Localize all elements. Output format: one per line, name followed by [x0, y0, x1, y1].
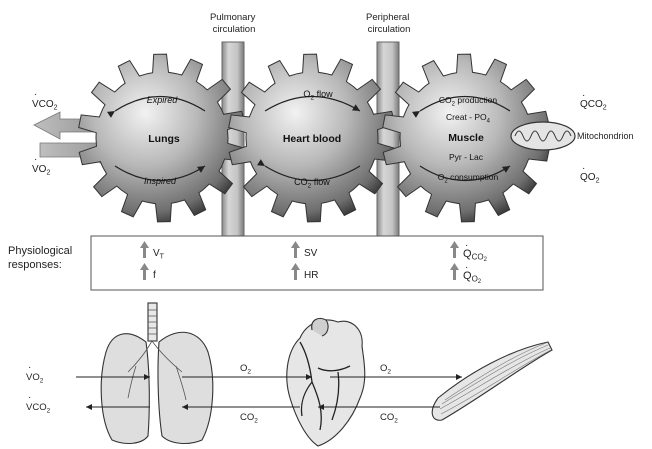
svg-text:QO2: QO2 [580, 172, 600, 185]
mitochondrion-icon [511, 122, 575, 150]
bottom-o2-left-label: O2 [240, 363, 251, 376]
qco2-label: · QCO2 [580, 90, 607, 112]
svg-text:VO2: VO2 [32, 164, 50, 177]
bottom-vco2-label: · VCO2 [26, 392, 51, 415]
svg-text:Peripheral circulation: Peripheral circulation [366, 12, 412, 35]
lungs-expired-label: Expired [147, 95, 179, 105]
svg-text:Pulmonary circulation: Pulmonary circulation [210, 12, 258, 35]
muscle-pyr-lac-label: Pyr - Lac [449, 152, 484, 162]
svg-text:VO2: VO2 [26, 372, 44, 385]
bottom-o2-right-label: O2 [380, 363, 391, 376]
svg-text:VCO2: VCO2 [32, 99, 58, 112]
lungs-illustration [101, 303, 213, 443]
bottom-vo2-label: · VO2 [26, 362, 44, 385]
response-hr: HR [304, 270, 318, 281]
vco2-top-label: · VCO2 [32, 89, 58, 112]
pulmonary-label-1: Pulmonary [210, 12, 256, 23]
peripheral-label-1: Peripheral [366, 12, 409, 23]
muscle-title: Muscle [448, 132, 484, 144]
svg-text:VCO2: VCO2 [26, 402, 51, 415]
peripheral-pipe [377, 42, 399, 242]
responses-title: Physiological responses: [8, 245, 75, 271]
lungs-inspired-label: Inspired [144, 176, 177, 186]
bottom-co2-right-label: CO2 [380, 412, 398, 425]
svg-text:QCO2: QCO2 [580, 99, 607, 112]
heart-illustration [287, 318, 365, 446]
qo2-label: · QO2 [580, 163, 600, 185]
mitochondrion-label: Mitochondrion [577, 131, 634, 141]
lungs-title: Lungs [148, 133, 180, 145]
bottom-co2-left-label: CO2 [240, 412, 258, 425]
muscle-illustration [432, 342, 552, 420]
response-f: f [153, 270, 156, 281]
response-sv: SV [304, 248, 318, 259]
pulmonary-label-2: circulation [213, 24, 256, 35]
heart-blood-title: Heart blood [283, 133, 341, 145]
peripheral-label-2: circulation [368, 24, 411, 35]
